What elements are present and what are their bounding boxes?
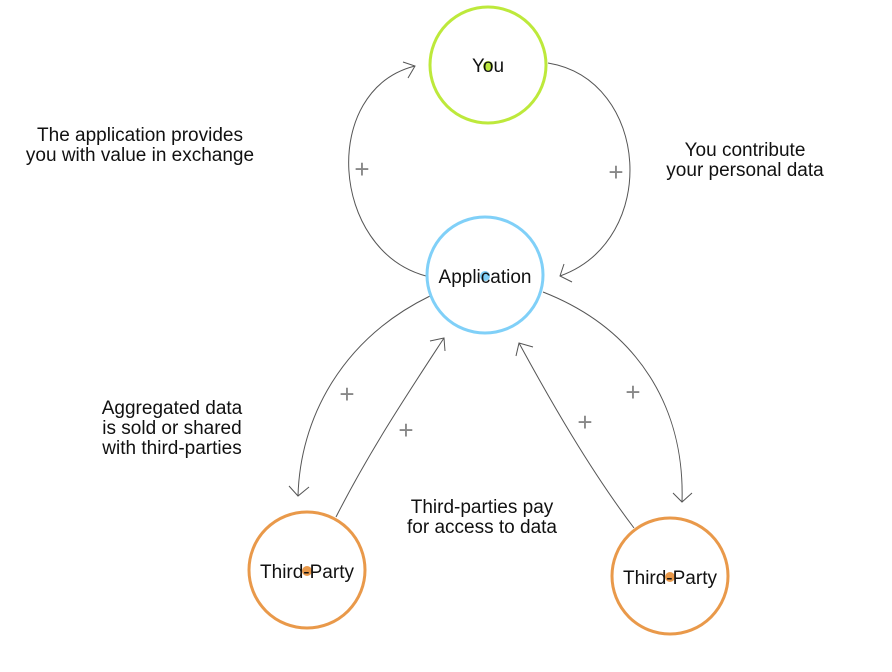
edge-app-to-third-party-right [542,291,683,503]
arrowhead [515,342,534,357]
edge-app-to-third-party-left [297,295,431,497]
node-center-dot [665,572,675,582]
label-line: your personal data [666,160,824,181]
arrowhead [288,485,310,497]
label-line: you with value in exchange [25,145,255,166]
label-line: with third-parties [102,438,242,459]
node-label: Third-Party [623,568,717,589]
node-application[interactable]: Application [425,215,545,335]
edge-label-third-party-to-app: Third-parties pay for access to data [407,498,557,538]
positive-sign: + [577,407,592,437]
label-line: You contribute [684,140,806,161]
arrowhead [402,61,416,79]
label-line: The application provides [37,125,243,146]
positive-sign: + [339,379,354,409]
node-label: You [472,56,504,77]
edge-app-to-you [348,65,427,277]
edge-you-to-app [547,62,631,277]
node-third-party-left[interactable]: Third-Party [247,510,367,630]
label-line: for access to data [407,517,557,538]
edge-label-app-to-you: The application provides you with value … [26,126,254,166]
positive-sign: + [625,377,640,407]
positive-sign: + [608,157,623,187]
label-line: Aggregated data [101,398,243,419]
node-center-dot [302,566,312,576]
node-you[interactable]: You [428,5,548,125]
positive-sign: + [398,415,413,445]
edge-third-party-right-to-app [518,342,635,529]
label-line: Third-parties pay [410,497,554,518]
arrowhead [672,492,693,503]
positive-sign: + [354,154,369,184]
arrowhead [559,263,573,283]
edge-third-party-left-to-app [335,337,445,518]
node-center-dot [480,271,490,281]
node-center-dot [483,61,493,71]
arrowhead [429,337,446,352]
label-line: is sold or shared [102,418,242,439]
node-label: Application [439,267,532,288]
node-third-party-right[interactable]: Third-Party [610,516,730,636]
edge-label-you-to-app: You contribute your personal data [666,141,823,181]
edge-label-app-to-third-party: Aggregated data is sold or shared with t… [102,399,243,459]
node-label: Third-Party [260,562,354,583]
